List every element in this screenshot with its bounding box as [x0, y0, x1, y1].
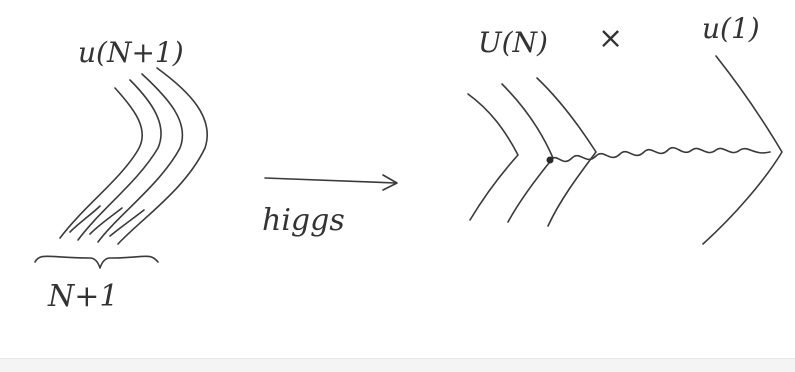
left-brace — [34, 255, 159, 269]
right-un-stack — [467, 77, 597, 227]
right-group-2-label: u(1) — [702, 12, 760, 45]
u1-brane — [702, 55, 783, 245]
brace-count-label: N+1 — [47, 279, 118, 314]
left-group-label: u(N+1) — [78, 36, 184, 69]
arrow-head — [382, 174, 398, 191]
left-brane-hatch-2 — [89, 207, 123, 235]
un-brane-3 — [536, 77, 597, 227]
left-brane-2 — [77, 79, 162, 241]
times-symbol: × — [598, 21, 623, 56]
right-group-1-label: U(N) — [478, 26, 548, 59]
left-brane-stack — [59, 67, 208, 245]
un-brane-1 — [467, 93, 519, 221]
left-brane-hatch-1 — [69, 205, 101, 233]
left-brane-hatch-3 — [109, 209, 145, 237]
string-endpoint — [546, 156, 554, 164]
left-brane-3 — [97, 73, 184, 243]
bottom-strip — [0, 358, 795, 372]
un-brane-2 — [501, 83, 554, 223]
left-brane-1 — [59, 87, 144, 239]
connecting-string — [549, 146, 771, 163]
higgs-arrow — [264, 174, 398, 191]
left-brane-4 — [117, 67, 208, 245]
arrow-shaft — [264, 177, 397, 184]
higgs-label: higgs — [262, 203, 345, 238]
